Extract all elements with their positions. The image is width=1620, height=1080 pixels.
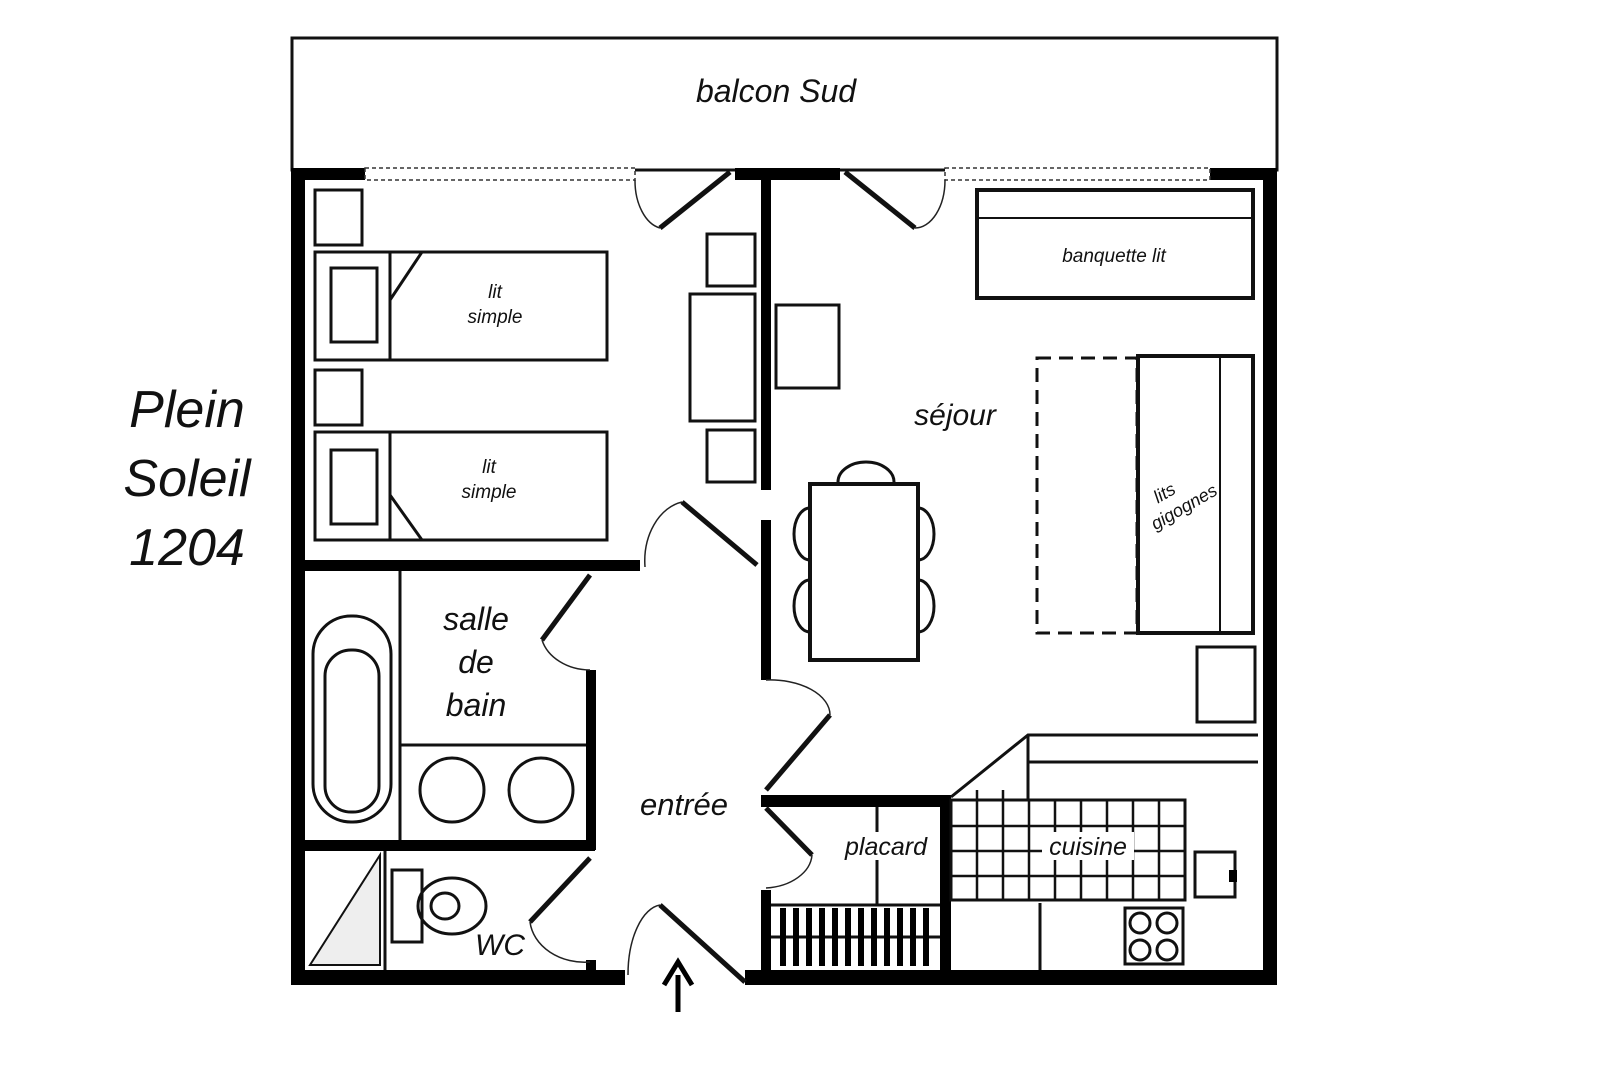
wc-label: WC [475, 929, 525, 962]
apartment-title: Plein Soleil 1204 [123, 381, 252, 577]
shoe-rack-slat [897, 908, 903, 966]
windows [364, 167, 1211, 181]
bed1-label-2: simple [468, 307, 523, 328]
shoe-rack-slat [832, 908, 838, 966]
closet-label: placard [844, 833, 928, 861]
title-line-2: Soleil [123, 450, 252, 508]
bed2-label-1: lit [482, 457, 496, 478]
entrance-arrow-icon [661, 957, 695, 1012]
bed1-label-1: lit [488, 282, 502, 303]
title-line-1: Plein [129, 381, 245, 439]
living-furniture [774, 188, 1257, 724]
shoe-rack-slat [819, 908, 825, 966]
shoe-rack-slat [884, 908, 890, 966]
bedroom-furniture [313, 188, 757, 542]
shoe-rack-slat [845, 908, 851, 966]
balcony-label: balcon Sud [696, 73, 857, 109]
shoe-rack-slat [871, 908, 877, 966]
bathroom-fixtures [308, 571, 586, 970]
bed2-label-2: simple [462, 482, 517, 503]
shoe-rack-slat [910, 908, 916, 966]
shoe-rack-slat [858, 908, 864, 966]
outer-walls [291, 168, 1277, 985]
shoe-rack-slat [923, 908, 929, 966]
bathroom-label-1: salle [443, 601, 509, 637]
bathroom-label-2: de [458, 644, 494, 680]
doors [528, 170, 946, 984]
shoe-rack-slat [806, 908, 812, 966]
shoe-rack-slat [780, 908, 786, 966]
interior-walls [305, 180, 951, 975]
shoe-rack-slat [793, 908, 799, 966]
living-room-label: séjour [914, 399, 997, 432]
bathroom-label-3: bain [446, 687, 507, 723]
sofa-bed-label: banquette lit [1062, 246, 1166, 267]
entry-label: entrée [640, 787, 728, 822]
kitchen-label: cuisine [1049, 833, 1127, 861]
title-line-3: 1204 [129, 519, 245, 577]
